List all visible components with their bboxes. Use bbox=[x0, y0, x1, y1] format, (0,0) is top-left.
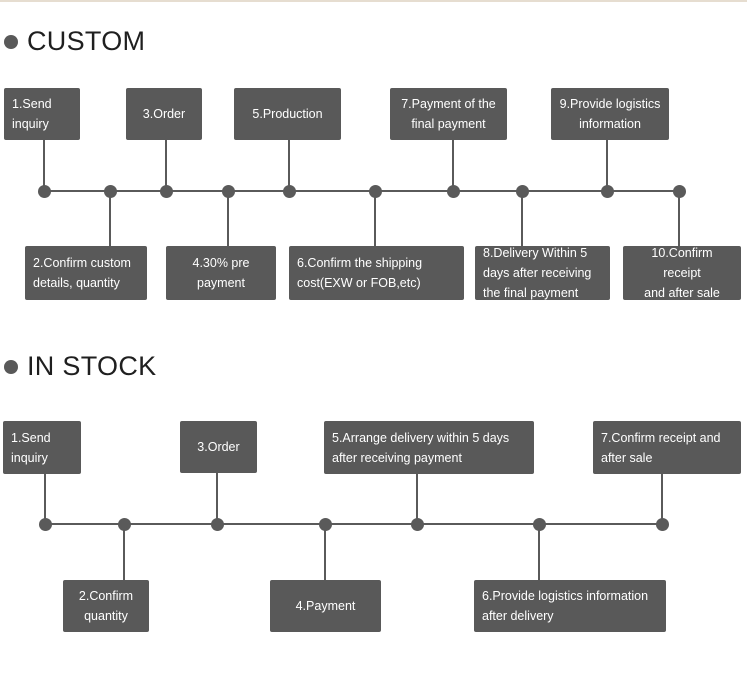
step-label: 9.Provide logistics information bbox=[559, 97, 661, 131]
step-label: 1.Send inquiry bbox=[11, 430, 51, 465]
custom-node-6 bbox=[368, 184, 382, 198]
custom-node-2 bbox=[103, 184, 117, 198]
in-stock-node-7 bbox=[655, 517, 669, 531]
in-stock-connector-7 bbox=[661, 474, 663, 523]
in-stock-node-3 bbox=[210, 517, 224, 531]
in-stock-connector-2 bbox=[123, 523, 125, 580]
step-label: 5.Production bbox=[252, 107, 323, 121]
custom-connector-8 bbox=[521, 190, 523, 246]
step-label: 7.Confirm receipt and after sale bbox=[601, 430, 721, 465]
in-stock-step-4: 4.Payment bbox=[270, 580, 381, 632]
custom-step-9: 9.Provide logistics information bbox=[551, 88, 669, 140]
in-stock-step-2: 2.Confirm quantity bbox=[63, 580, 149, 632]
step-label: 4.Payment bbox=[295, 599, 356, 613]
section-heading-in-stock: IN STOCK bbox=[4, 351, 156, 382]
in-stock-connector-3 bbox=[216, 473, 218, 523]
custom-step-3: 3.Order bbox=[126, 88, 202, 140]
custom-node-10 bbox=[672, 184, 686, 198]
section-title: IN STOCK bbox=[27, 351, 157, 381]
custom-connector-4 bbox=[227, 190, 229, 246]
custom-node-3 bbox=[159, 184, 173, 198]
in-stock-step-3: 3.Order bbox=[180, 421, 257, 473]
custom-step-2: 2.Confirm custom details, quantity bbox=[25, 246, 147, 300]
step-label: 8.Delivery Within 5 days after receiving… bbox=[483, 246, 592, 300]
custom-connector-10 bbox=[678, 190, 680, 246]
in-stock-node-6 bbox=[532, 517, 546, 531]
custom-step-4: 4.30% pre payment bbox=[166, 246, 276, 300]
in-stock-connector-4 bbox=[324, 523, 326, 580]
custom-connector-6 bbox=[374, 190, 376, 246]
step-label: 5.Arrange delivery within 5 days after r… bbox=[332, 430, 510, 465]
in-stock-connector-1 bbox=[44, 474, 46, 523]
custom-step-7: 7.Payment of the final payment bbox=[390, 88, 507, 140]
custom-connector-5 bbox=[288, 140, 290, 190]
step-label: 3.Order bbox=[197, 440, 240, 454]
step-label: 7.Payment of the final payment bbox=[401, 97, 496, 131]
in-stock-step-5: 5.Arrange delivery within 5 days after r… bbox=[324, 421, 534, 474]
section-heading-custom: CUSTOM bbox=[4, 26, 145, 57]
custom-step-1: 1.Send inquiry bbox=[4, 88, 80, 140]
custom-step-10: 10.Confirm receipt and after sale bbox=[623, 246, 741, 300]
custom-step-5: 5.Production bbox=[234, 88, 341, 140]
in-stock-connector-5 bbox=[416, 474, 418, 523]
custom-connector-7 bbox=[452, 140, 454, 190]
custom-step-6: 6.Confirm the shipping cost(EXW or FOB,e… bbox=[289, 246, 464, 300]
custom-node-5 bbox=[282, 184, 296, 198]
in-stock-node-4 bbox=[318, 517, 332, 531]
step-label: 10.Confirm receipt and after sale bbox=[644, 246, 720, 300]
bullet-icon bbox=[4, 34, 18, 49]
section-title: CUSTOM bbox=[27, 26, 146, 56]
in-stock-node-2 bbox=[117, 517, 131, 531]
top-divider bbox=[0, 0, 747, 2]
custom-step-8: 8.Delivery Within 5 days after receiving… bbox=[475, 246, 610, 300]
step-label: 2.Confirm custom details, quantity bbox=[33, 256, 131, 290]
custom-node-1 bbox=[37, 184, 51, 198]
custom-node-9 bbox=[600, 184, 614, 198]
custom-connector-1 bbox=[43, 140, 45, 190]
in-stock-timeline bbox=[45, 523, 663, 525]
step-label: 6.Provide logistics information after de… bbox=[482, 589, 649, 623]
step-label: 1.Send inquiry bbox=[12, 97, 52, 131]
custom-connector-3 bbox=[165, 140, 167, 190]
in-stock-connector-6 bbox=[538, 523, 540, 580]
custom-node-4 bbox=[221, 184, 235, 198]
in-stock-step-1: 1.Send inquiry bbox=[3, 421, 81, 474]
custom-connector-2 bbox=[109, 190, 111, 246]
in-stock-node-5 bbox=[410, 517, 424, 531]
in-stock-node-1 bbox=[38, 517, 52, 531]
step-label: 2.Confirm quantity bbox=[78, 589, 134, 623]
custom-node-8 bbox=[515, 184, 529, 198]
custom-timeline bbox=[44, 190, 680, 192]
step-label: 6.Confirm the shipping cost(EXW or FOB,e… bbox=[297, 256, 423, 290]
custom-connector-9 bbox=[606, 140, 608, 190]
step-label: 3.Order bbox=[142, 107, 186, 121]
in-stock-step-6: 6.Provide logistics information after de… bbox=[474, 580, 666, 632]
in-stock-step-7: 7.Confirm receipt and after sale bbox=[593, 421, 741, 474]
step-label: 4.30% pre payment bbox=[192, 256, 250, 290]
bullet-icon bbox=[4, 359, 18, 374]
custom-node-7 bbox=[446, 184, 460, 198]
